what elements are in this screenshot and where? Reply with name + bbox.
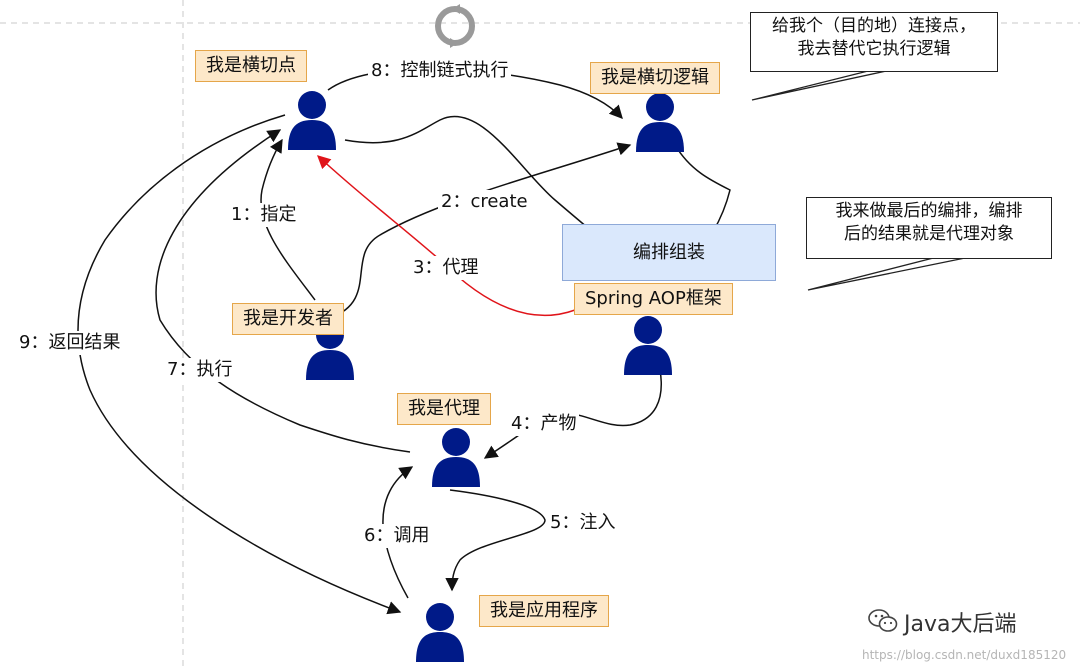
person-icon-proxy	[432, 428, 480, 487]
edge-label-7: 7：执行	[164, 358, 236, 382]
callout-orchestrate: 我来做最后的编排，编排 后的结果就是代理对象	[806, 197, 1052, 259]
callout-target-pointer	[751, 67, 901, 101]
person-icon-crosscut-logic	[636, 93, 684, 152]
edge-4-line	[483, 369, 662, 459]
callout-orchestrate-line-2: 后的结果就是代理对象	[844, 224, 1014, 244]
orchestrate-box: 编排组装	[562, 224, 776, 281]
person-icon-aop-framework	[624, 316, 672, 375]
node-proxy: 我是代理	[397, 393, 491, 425]
edge-label-9: 9：返回结果	[16, 331, 124, 355]
edge-label-8: 8：控制链式执行	[368, 59, 512, 83]
edge-1-line	[260, 138, 316, 301]
callout-target: 给我个（目的地）连接点， 我去替代它执行逻辑	[750, 12, 998, 72]
person-icon-crosscut-point	[288, 91, 336, 150]
edge-3-line	[317, 155, 576, 316]
person-icon-application	[416, 603, 464, 662]
node-crosscut-point: 我是横切点	[195, 50, 307, 82]
edge-label-5: 5：注入	[547, 511, 619, 535]
edge-label-3: 3：代理	[410, 256, 482, 280]
callout-target-line-2: 我去替代它执行逻辑	[797, 39, 951, 59]
edge-label-2: 2：create	[438, 190, 531, 214]
edge-7-line	[155, 129, 411, 453]
edge-2-line	[329, 142, 632, 319]
callout-orchestrate-pointer	[807, 254, 966, 291]
node-application: 我是应用程序	[479, 595, 609, 627]
wechat-icon	[868, 609, 898, 632]
edge-label-1: 1：指定	[228, 203, 300, 227]
callout-target-line-1: 给我个（目的地）连接点，	[772, 16, 976, 36]
edge-5-line	[445, 489, 546, 592]
edge-label-4: 4：产物	[508, 412, 580, 436]
watermark-url: https://blog.csdn.net/duxd185120	[862, 648, 1067, 662]
watermark-brand: Java大后端	[904, 612, 1017, 637]
callout-orchestrate-line-1: 我来做最后的编排，编排	[835, 201, 1023, 221]
node-developer: 我是开发者	[232, 303, 344, 335]
node-crosscut-logic: 我是横切逻辑	[590, 62, 720, 94]
refresh-icon	[435, 4, 475, 48]
edge-label-6: 6：调用	[361, 524, 433, 548]
node-aop-framework: Spring AOP框架	[574, 283, 733, 315]
